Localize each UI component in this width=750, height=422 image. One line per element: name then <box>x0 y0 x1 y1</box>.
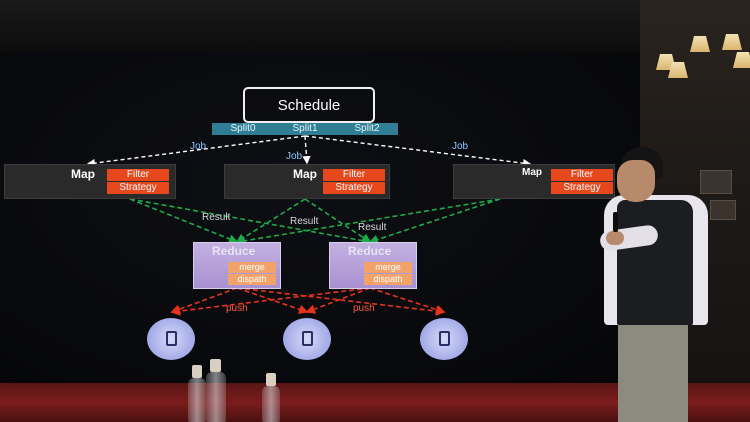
merge-tag: merge <box>364 262 412 273</box>
split-label: Split0 <box>230 123 256 134</box>
push-label: push <box>226 303 248 314</box>
split-bar: Split0 Split1 Split2 <box>212 123 398 135</box>
push-label: push <box>353 303 375 314</box>
merge-tag: merge <box>228 262 276 273</box>
map-label: Map <box>522 167 542 178</box>
filter-tag: Filter <box>107 169 169 181</box>
dispatch-tag: dispath <box>364 274 412 285</box>
map-label: Map <box>71 167 95 181</box>
client-node <box>420 318 468 360</box>
result-label: Result <box>202 212 231 223</box>
reduce-node: Reduce merge dispath <box>329 242 417 289</box>
bottle-cap <box>192 365 202 378</box>
result-label: Result <box>358 222 387 233</box>
map-label: Map <box>293 167 317 181</box>
job-label: Job <box>286 151 303 162</box>
ceiling <box>0 0 750 52</box>
schedule-box: Schedule <box>243 87 375 123</box>
mobile-phone-icon <box>439 331 450 346</box>
split-label: Split2 <box>354 123 380 134</box>
client-node <box>147 318 195 360</box>
reduce-label: Reduce <box>348 244 392 258</box>
presenter-legs <box>618 318 688 422</box>
map-node: Map Filter Strategy <box>4 164 176 199</box>
job-label: Job <box>452 141 469 152</box>
presenter-hand <box>606 231 624 245</box>
map-node: Map Filter Strategy <box>224 164 390 199</box>
strategy-tag: Strategy <box>107 182 169 194</box>
water-bottle <box>206 372 226 422</box>
strategy-tag: Strategy <box>551 182 613 194</box>
presenter-face <box>617 160 655 202</box>
wall-picture <box>700 170 732 194</box>
bottle-cap <box>266 373 276 386</box>
water-bottle <box>262 386 280 422</box>
wall-picture <box>710 200 736 220</box>
filter-tag: Filter <box>323 169 385 181</box>
strategy-tag: Strategy <box>323 182 385 194</box>
bottle-cap <box>210 359 221 372</box>
mobile-phone-icon <box>166 331 177 346</box>
mobile-phone-icon <box>302 331 313 346</box>
job-arrows <box>86 135 532 168</box>
result-arrows <box>129 198 501 246</box>
job-label: Job <box>190 141 207 152</box>
client-node <box>283 318 331 360</box>
microphone <box>613 212 618 232</box>
reduce-label: Reduce <box>212 244 256 258</box>
dispatch-tag: dispath <box>228 274 276 285</box>
presenter-vest <box>617 200 693 325</box>
split-label: Split1 <box>292 123 318 134</box>
map-node: Map Filter Strategy <box>453 164 615 199</box>
reduce-node: Reduce merge dispath <box>193 242 281 289</box>
water-bottle <box>188 378 206 422</box>
result-label: Result <box>290 216 319 227</box>
filter-tag: Filter <box>551 169 613 181</box>
push-arrows <box>170 287 446 316</box>
